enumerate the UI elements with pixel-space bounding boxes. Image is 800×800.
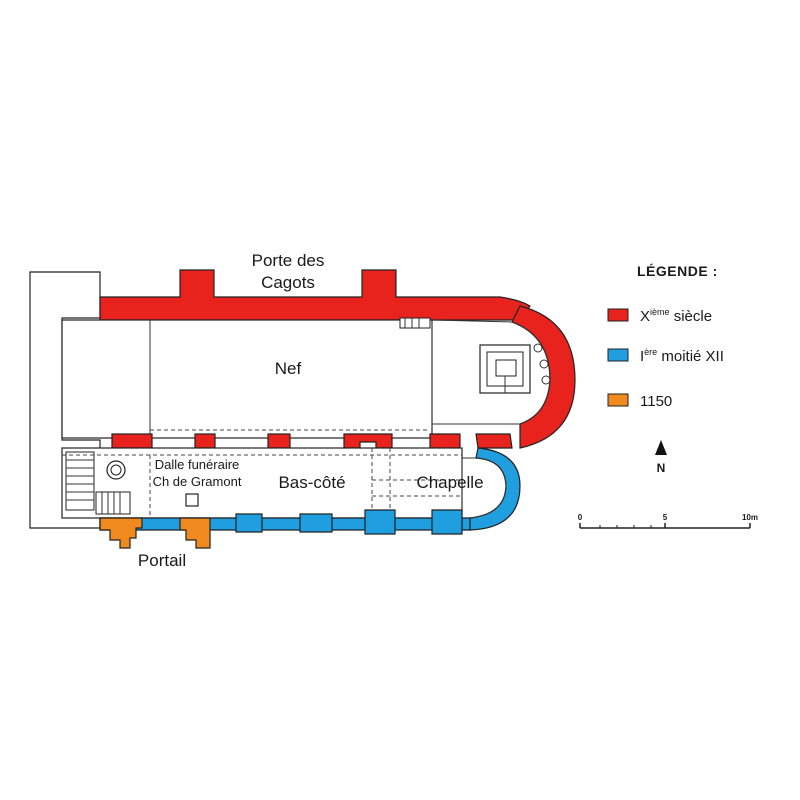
label-nef: Nef bbox=[275, 359, 302, 378]
apse-steps bbox=[399, 317, 431, 329]
baptismal-font bbox=[106, 460, 126, 480]
label-dalle-line1: Dalle funéraire bbox=[155, 457, 240, 472]
legend: LÉGENDE : Xième siècle Ière moitié XII 1… bbox=[607, 263, 724, 410]
north-label: N bbox=[657, 461, 666, 475]
label-porte-line1: Porte des bbox=[252, 251, 325, 270]
legend-label-xii: Ière moitié XII bbox=[640, 347, 724, 365]
label-bas-cote: Bas-côté bbox=[278, 473, 345, 492]
scale-bar: 0 5 10m bbox=[578, 513, 758, 529]
north-arrow: N bbox=[655, 440, 667, 475]
legend-swatch-xii bbox=[607, 348, 629, 362]
label-dalle-line2: Ch de Gramont bbox=[153, 474, 242, 489]
legend-label-1150: 1150 bbox=[640, 393, 672, 410]
portal-1150 bbox=[99, 517, 211, 549]
north-wall-xi bbox=[99, 269, 531, 321]
scale-tick-0: 0 bbox=[578, 513, 583, 522]
north-arrow-icon bbox=[655, 440, 667, 455]
legend-label-xi: Xième siècle bbox=[640, 307, 712, 325]
label-portail: Portail bbox=[138, 551, 186, 570]
legend-swatch-1150 bbox=[607, 393, 629, 407]
legend-title: LÉGENDE : bbox=[637, 263, 718, 279]
label-porte-line2: Cagots bbox=[261, 273, 315, 292]
label-chapelle: Chapelle bbox=[416, 473, 483, 492]
nave bbox=[61, 319, 433, 439]
legend-swatch-xi bbox=[607, 308, 629, 322]
south-aisle bbox=[61, 447, 463, 519]
staircase bbox=[65, 451, 131, 515]
scale-tick-5: 5 bbox=[663, 513, 668, 522]
arcade-piers-xi bbox=[111, 433, 513, 456]
scale-tick-10: 10m bbox=[742, 513, 758, 522]
altar bbox=[479, 343, 551, 394]
funeral-slab bbox=[185, 493, 199, 507]
